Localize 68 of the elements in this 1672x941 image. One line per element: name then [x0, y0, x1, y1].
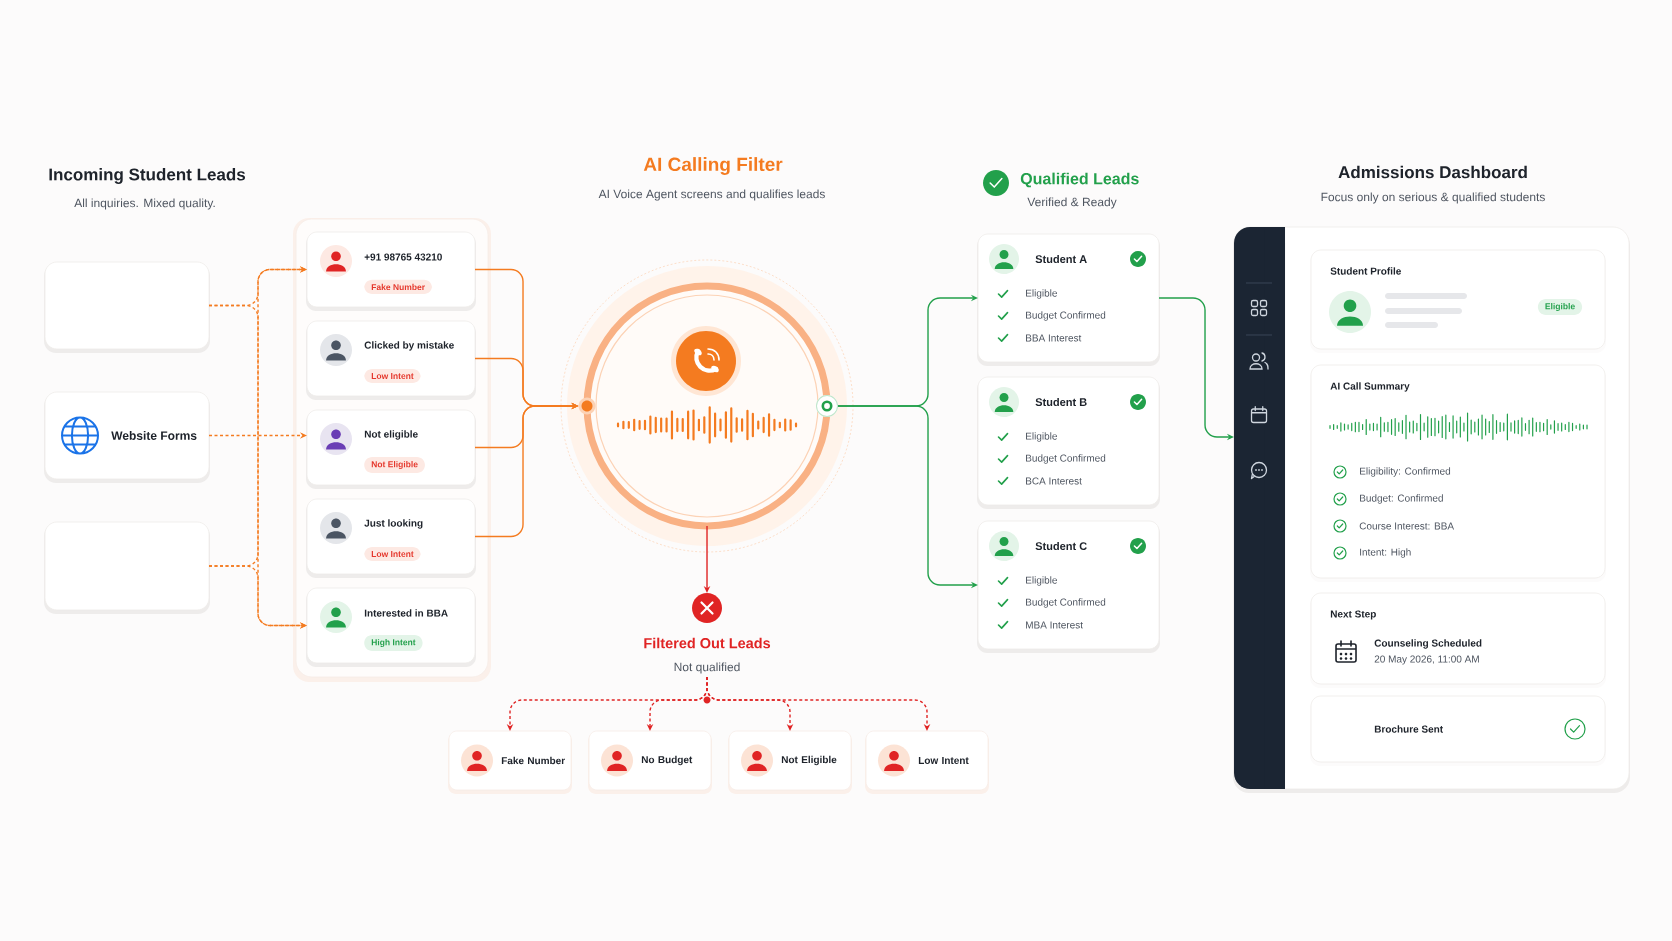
student-card [977, 520, 1160, 653]
checklist-item: Eligibility: Confirmed [1360, 467, 1451, 477]
section-heading: AI Calling Filter [643, 157, 783, 175]
checklist-item: Eligible [1026, 289, 1057, 299]
section-subtitle: Not qualified [674, 662, 740, 674]
card-title: No Budget [641, 755, 693, 766]
brochure-card [1310, 695, 1606, 766]
status-badge: Fake Number [364, 279, 433, 295]
student-card [977, 376, 1160, 509]
card-title: Student Profile [1330, 267, 1401, 275]
lead-card [306, 409, 476, 489]
status-badge: Low Intent [364, 547, 421, 561]
section-subtitle: AI Voice Agent screens and qualifies leads [598, 189, 825, 201]
rejected-card [728, 730, 852, 794]
profile-card [1310, 249, 1606, 353]
rejected-card [448, 730, 572, 794]
arrow [706, 676, 931, 731]
card-title: Brochure Sent [1374, 725, 1443, 733]
checklist-item: MBA Interest [1026, 621, 1083, 629]
lead-card [306, 587, 476, 667]
card-title: Student A [1035, 254, 1087, 264]
section-subtitle: Verified & Ready [1027, 197, 1117, 209]
checklist-item: Eligible [1026, 432, 1057, 442]
checklist-item: BBA Interest [1026, 334, 1082, 342]
card-title: Student C [1035, 541, 1087, 551]
card-title: Website Forms [111, 431, 197, 440]
status-badge: High Intent [364, 635, 423, 651]
card-title: Student B [1035, 397, 1087, 407]
card-title: Counseling Scheduled [1374, 639, 1482, 649]
rejected-card [588, 730, 712, 794]
card-title: Next Step [1330, 610, 1376, 620]
card-title: Clicked by mistake [364, 341, 454, 351]
section-heading: Filtered Out Leads [644, 637, 771, 649]
checklist-item: Intent: High [1360, 548, 1411, 558]
card-title: Low Intent [918, 757, 969, 764]
status-badge: Not Eligible [364, 457, 425, 473]
section-heading: Qualified Leads [1020, 172, 1139, 188]
card-title: Not eligible [364, 430, 418, 440]
summary-card [1310, 364, 1606, 582]
card-title: Interested in BBA [364, 609, 448, 617]
section-subtitle: Focus only on serious & qualified students [1321, 192, 1545, 204]
checklist-item: Budget Confirmed [1026, 454, 1106, 464]
source-card [44, 391, 210, 483]
next-step-card [1310, 592, 1606, 688]
lead-card [306, 320, 476, 400]
section-subtitle: All inquiries. Mixed quality. [74, 198, 215, 210]
card-title: Not Eligible [781, 755, 837, 766]
section-heading: Admissions Dashboard [1338, 165, 1527, 179]
checklist-item: Budget Confirmed [1026, 311, 1106, 321]
source-card [44, 521, 210, 614]
card-title: Just looking [364, 519, 423, 529]
calling-circle [578, 282, 838, 530]
checklist-item: Budget: Confirmed [1360, 494, 1443, 504]
card-title: AI Call Summary [1330, 382, 1410, 392]
student-card [977, 233, 1160, 366]
checklist-item: Budget Confirmed [1026, 598, 1106, 608]
checklist-item: BCA Interest [1026, 477, 1082, 485]
card-subtitle: 20 May 2026, 11:00 AM [1374, 655, 1479, 665]
source-card [44, 261, 210, 353]
status-badge: Low Intent [364, 369, 421, 383]
card-title: Fake Number [501, 756, 565, 765]
section-heading: Incoming Student Leads [49, 168, 245, 184]
lead-card [306, 231, 476, 311]
checklist-item: Course Interest: BBA [1359, 522, 1455, 530]
rejected-card [865, 730, 989, 794]
card-title: +91 98765 43210 [364, 253, 442, 261]
lead-card [306, 498, 476, 578]
checklist-item: Eligible [1026, 576, 1057, 586]
